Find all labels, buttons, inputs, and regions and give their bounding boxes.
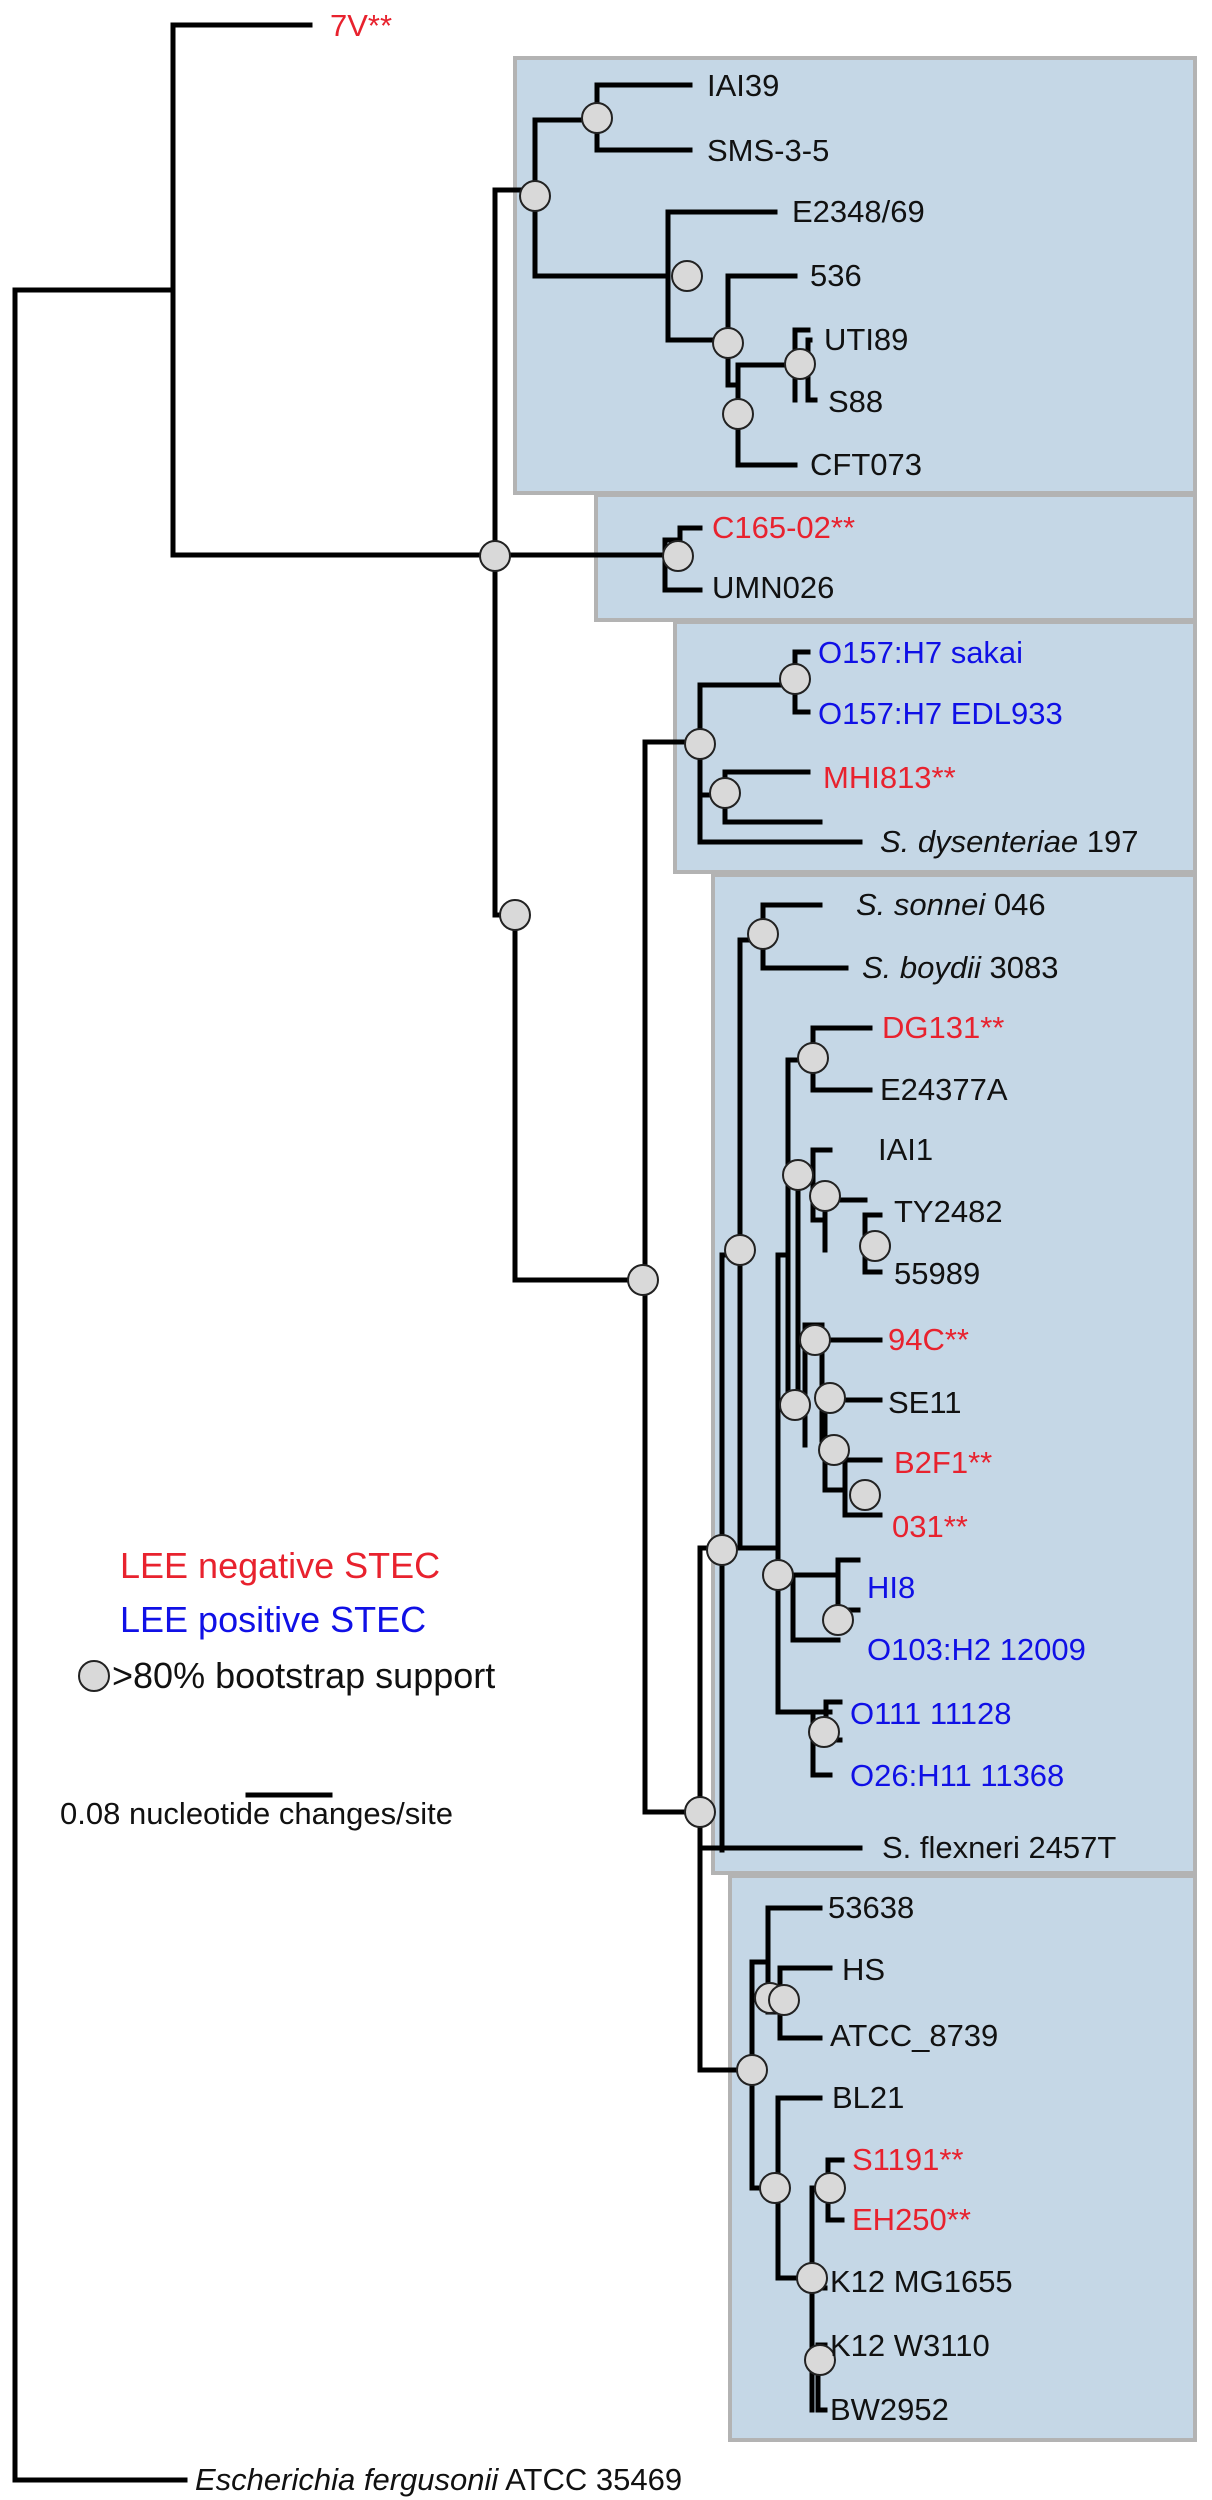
taxon-label: O103:H2 12009 <box>867 1632 1086 1667</box>
scale-bar-label: 0.08 nucleotide changes/site <box>60 1796 453 1831</box>
taxon-label: B2F1** <box>894 1445 992 1480</box>
taxon-label: S. dysenteriae 197 <box>880 824 1139 859</box>
bootstrap-node <box>799 1324 831 1356</box>
bootstrap-node <box>627 1264 659 1296</box>
taxon-label: S1191** <box>852 2142 963 2177</box>
clade-box-e <box>673 620 1197 874</box>
taxon-label: IAI39 <box>707 68 779 103</box>
bootstrap-node <box>684 728 716 760</box>
taxon-label: 7V** <box>330 8 392 43</box>
clade-box-shigella-b1 <box>711 873 1197 1875</box>
bootstrap-node <box>519 180 551 212</box>
bootstrap-nodes <box>479 102 891 2376</box>
clade-box-d <box>594 493 1197 622</box>
bootstrap-node <box>779 663 811 695</box>
taxon-label: S. sonnei 046 <box>856 887 1046 922</box>
legend-lee-positive: LEE positive STEC <box>120 1599 426 1640</box>
bootstrap-node <box>859 1230 891 1262</box>
bootstrap-node <box>814 2172 846 2204</box>
taxon-label: BW2952 <box>830 2392 949 2427</box>
bootstrap-node <box>722 398 754 430</box>
taxon-label: MHI813** <box>823 760 956 795</box>
bootstrap-node <box>796 2262 828 2294</box>
taxon-label: ATCC_8739 <box>830 2018 998 2053</box>
bootstrap-node <box>814 1382 846 1414</box>
taxon-label: UMN026 <box>712 570 834 605</box>
bootstrap-node <box>808 1716 840 1748</box>
taxon-label: O157:H7 sakai <box>818 635 1023 670</box>
taxon-label: 94C** <box>888 1322 969 1357</box>
bootstrap-node <box>709 777 741 809</box>
bootstrap-node <box>706 1534 738 1566</box>
taxon-label: E24377A <box>880 1072 1008 1107</box>
taxon-label: K12 W3110 <box>830 2328 990 2363</box>
legend-lee-negative: LEE negative STEC <box>120 1545 440 1586</box>
bootstrap-node <box>581 102 613 134</box>
taxon-label: 031** <box>892 1509 968 1544</box>
taxon-label: HI8 <box>867 1570 915 1605</box>
taxon-label: UTI89 <box>824 322 908 357</box>
bootstrap-node <box>736 2054 768 2086</box>
bootstrap-node <box>809 1180 841 1212</box>
bootstrap-node <box>822 1604 854 1636</box>
bootstrap-node <box>804 2344 836 2376</box>
taxon-label: C165-02** <box>712 510 855 545</box>
taxon-label: DG131** <box>882 1010 1004 1045</box>
bootstrap-node <box>779 1389 811 1421</box>
taxon-label: S88 <box>828 384 883 419</box>
taxon-label: HS <box>842 1952 885 1987</box>
taxon-label: SE11 <box>888 1385 962 1420</box>
taxon-labels: 7V** IAI39 SMS-3-5 E2348/69 536 UTI89 S8… <box>195 8 1139 2497</box>
bootstrap-node <box>479 540 511 572</box>
legend-bootstrap-icon <box>78 1660 110 1692</box>
bootstrap-node <box>849 1479 881 1511</box>
legend: LEE negative STEC LEE positive STEC >80%… <box>78 1545 495 1696</box>
taxon-label: 536 <box>810 258 862 293</box>
bootstrap-node <box>784 348 816 380</box>
taxon-label: 53638 <box>828 1890 914 1925</box>
bootstrap-node <box>499 899 531 931</box>
taxon-label: IAI1 <box>878 1132 933 1167</box>
taxon-label: BL21 <box>832 2080 904 2115</box>
bootstrap-node <box>747 918 779 950</box>
bootstrap-node <box>759 2172 791 2204</box>
bootstrap-node <box>797 1042 829 1074</box>
taxon-label: EH250** <box>852 2202 971 2237</box>
bootstrap-node <box>768 1984 800 2016</box>
taxon-label: K12 MG1655 <box>830 2264 1013 2299</box>
taxon-label: S. boydii 3083 <box>862 950 1058 985</box>
bootstrap-node <box>762 1559 794 1591</box>
taxon-label: E2348/69 <box>792 194 925 229</box>
bootstrap-node <box>724 1234 756 1266</box>
bootstrap-node <box>818 1434 850 1466</box>
bootstrap-node <box>671 260 703 292</box>
taxon-label: O26:H11 11368 <box>850 1758 1064 1793</box>
bootstrap-node <box>684 1796 716 1828</box>
taxon-label: Escherichia fergusonii ATCC 35469 <box>195 2462 682 2497</box>
taxon-label: S. flexneri 2457T <box>882 1830 1116 1865</box>
taxon-label: 55989 <box>894 1256 980 1291</box>
legend-bootstrap: >80% bootstrap support <box>112 1655 495 1696</box>
taxon-label: O157:H7 EDL933 <box>818 696 1063 731</box>
bootstrap-node <box>712 327 744 359</box>
taxon-label: O111 11128 <box>850 1696 1011 1731</box>
bootstrap-node <box>662 540 694 572</box>
taxon-label: CFT073 <box>810 447 922 482</box>
taxon-label: SMS-3-5 <box>707 133 829 168</box>
taxon-label: TY2482 <box>894 1194 1003 1229</box>
bootstrap-node <box>782 1159 814 1191</box>
